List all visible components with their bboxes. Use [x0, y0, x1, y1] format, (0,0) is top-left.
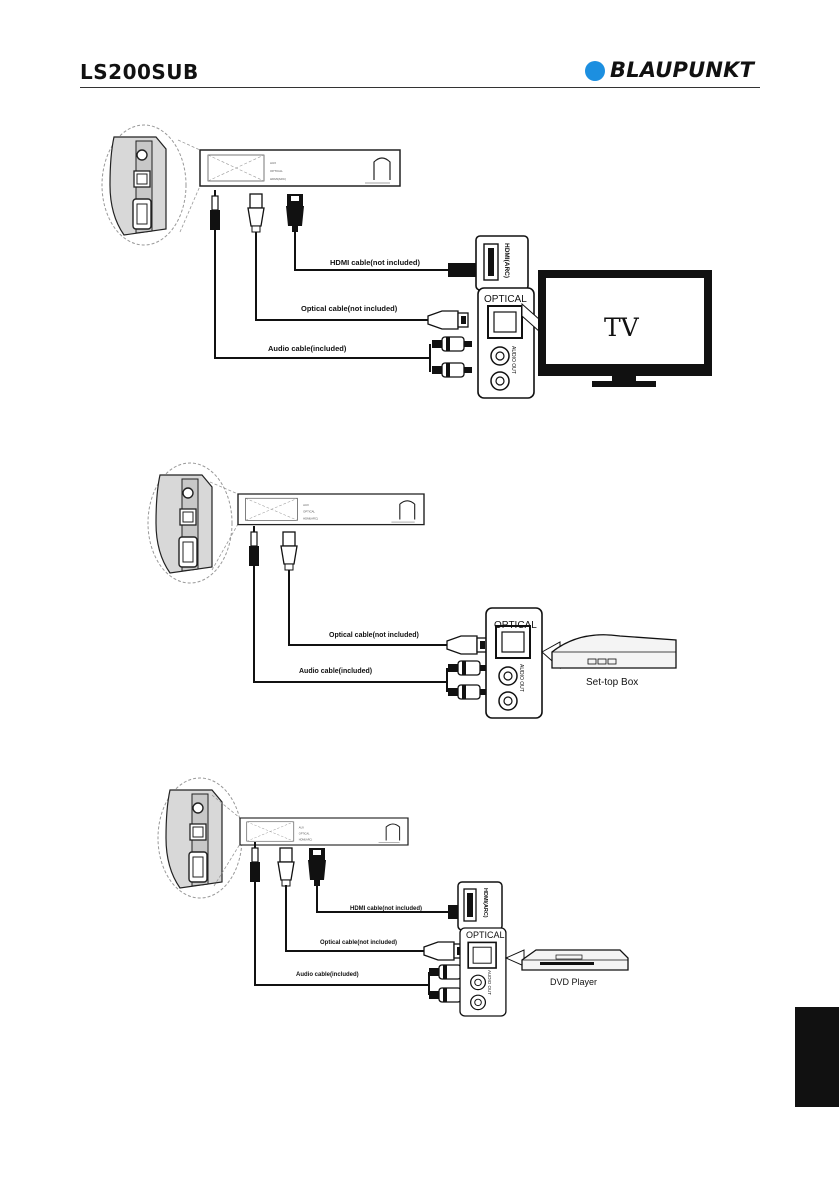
set-top-box-label: Set-top Box — [586, 677, 638, 688]
hdmi-plug — [286, 194, 304, 232]
rca-white-connector — [431, 336, 473, 352]
dvd-optical-audio-ports — [459, 927, 507, 1017]
optical-plug — [277, 847, 295, 887]
hdmi-arc-port-label: HDMI(ARC) — [503, 243, 510, 278]
soundbar-front — [199, 149, 401, 187]
soundbar-front — [239, 817, 409, 846]
optical-plug — [280, 531, 298, 571]
aux-jack-plug — [209, 189, 221, 231]
soundbar-side-zoom — [101, 124, 187, 246]
optical-connector — [446, 635, 488, 655]
aux-jack-plug — [248, 525, 260, 567]
audio-out-port-label: AUDIO OUT — [518, 664, 524, 692]
rca-red-connector — [431, 362, 473, 378]
dvd-player-label: DVD Player — [550, 977, 597, 987]
optical-cable-line — [285, 885, 424, 952]
section-edge-tab — [795, 1007, 839, 1107]
optical-cable-line — [288, 570, 448, 646]
soundbar-front — [237, 493, 425, 526]
optical-connector — [427, 310, 469, 330]
optical-cable-label: Optical cable(not included) — [320, 940, 397, 946]
audio-out-port-label: AUDIO OUT — [487, 970, 492, 995]
hdmi-plug — [308, 848, 326, 886]
aux-jack-plug — [249, 841, 261, 883]
hdmi-arc-port-label: HDMI(ARC) — [482, 888, 488, 918]
optical-cable-label: Optical cable(not included) — [301, 304, 398, 313]
audio-cable-line — [253, 566, 448, 692]
hdmi-cable-line — [294, 232, 450, 271]
optical-port-label: OPTICAL — [484, 294, 527, 305]
optical-plug — [247, 193, 265, 233]
hdmi-cable-label: HDMI cable(not included) — [350, 906, 422, 912]
audio-out-port-label: AUDIO OUT — [510, 346, 516, 374]
brand-logo-dot-icon — [585, 61, 605, 81]
brand-logo: BLAUPUNKT — [585, 58, 765, 82]
manual-model-title: LS200SUB — [80, 60, 199, 84]
optical-cable-line — [255, 232, 428, 321]
brand-logo-text: BLAUPUNKT — [610, 58, 755, 82]
tv-device: TV — [521, 270, 712, 387]
rca-red-connector — [447, 684, 489, 700]
optical-cable-label: Optical cable(not included) — [329, 632, 419, 639]
diagram-dvd-player: HDMI cable(not included) Optical cable(n… — [157, 777, 629, 1017]
soundbar-side-zoom — [147, 462, 233, 584]
soundbar-side-zoom — [157, 777, 243, 899]
audio-cable-label: Audio cable(included) — [299, 668, 372, 675]
dvd-player-device: DVD Player — [504, 949, 629, 987]
set-top-box-device: Set-top Box — [541, 634, 677, 688]
hdmi-cable-line — [316, 886, 448, 913]
tv-label: TV — [604, 313, 640, 342]
audio-cable-label: Audio cable(included) — [268, 344, 347, 353]
optical-port-label: OPTICAL — [466, 930, 505, 940]
header-rule — [80, 87, 760, 88]
audio-cable-label: Audio cable(included) — [296, 972, 359, 978]
rca-white-connector — [447, 660, 489, 676]
optical-port-label: OPTICAL — [494, 620, 537, 631]
diagram-set-top-box: Optical cable(not included) Audio cable(… — [147, 462, 677, 719]
hdmi-cable-label: HDMI cable(not included) — [330, 258, 421, 267]
audio-cable-line — [254, 882, 430, 995]
optical-connector — [423, 941, 465, 961]
audio-cable-line — [214, 230, 431, 372]
diagram-tv: HDMI cable(not included) Optical cable(n… — [101, 124, 712, 399]
